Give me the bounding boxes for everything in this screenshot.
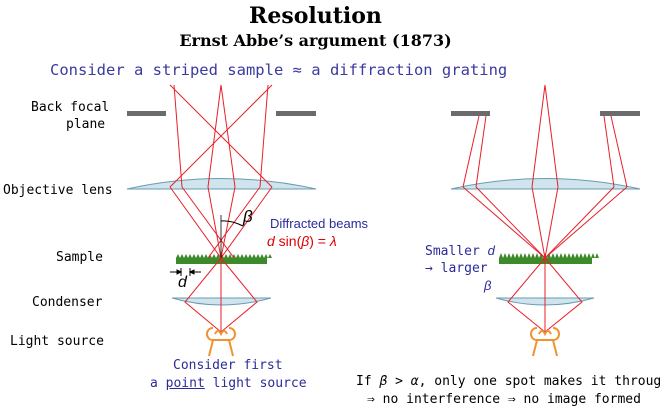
rays-right xyxy=(462,84,628,333)
page-subtitle: Ernst Abbe’s argument (1873) xyxy=(179,31,452,50)
larger-label: → larger xyxy=(425,261,488,276)
conclusion-beta: β xyxy=(379,374,388,389)
rays-left xyxy=(169,84,273,333)
conclusion-post: , only one spot makes it through xyxy=(418,374,661,389)
label-back-focal-plane-2: plane xyxy=(66,117,106,132)
grating-eq-sin: sin( xyxy=(274,233,302,249)
conclusion-line1: If β > α, only one spot makes it through xyxy=(356,374,661,389)
page-title: Resolution xyxy=(249,3,382,29)
light-source-right xyxy=(530,327,560,357)
consider-first-line2: a point light source xyxy=(150,376,307,391)
beta-label-right: β xyxy=(484,278,492,293)
grating-left xyxy=(176,254,272,264)
grating-eq-d: d xyxy=(267,233,275,249)
grating-eq-beta: β xyxy=(301,233,310,249)
consider-line2-point: point xyxy=(165,376,205,391)
label-sample: Sample xyxy=(56,250,103,265)
label-objective-lens: Objective lens xyxy=(3,183,113,198)
bfp-stop-right-b xyxy=(600,111,640,116)
bfp-stop-left-b xyxy=(276,111,316,116)
grating-equation: d sin(β) = λ xyxy=(267,233,337,249)
objective-lens-left xyxy=(126,178,317,190)
conclusion-pre: If xyxy=(356,374,380,389)
grating-eq-equals: ) = xyxy=(309,233,330,249)
consider-line2-pre: a xyxy=(150,376,166,391)
label-light-source: Light source xyxy=(10,334,104,349)
consider-line2-post: light source xyxy=(204,376,307,391)
conclusion-gt: > xyxy=(387,374,411,389)
conclusion-line2: ⇒ no interference ⇒ no image formed xyxy=(367,392,641,407)
beta-label-left: β xyxy=(243,207,253,226)
smaller-d-pre: Smaller xyxy=(425,244,488,259)
spacing-marker xyxy=(170,268,201,276)
conclusion-alpha: α xyxy=(410,374,419,389)
smaller-d-var: d xyxy=(487,243,495,258)
beta-arc xyxy=(220,220,244,227)
diffracted-beams-label: Diffracted beams xyxy=(270,216,369,231)
objective-lens-right xyxy=(450,178,641,190)
tagline: Consider a striped sample ≈ a diffractio… xyxy=(50,61,508,79)
label-condenser: Condenser xyxy=(32,295,103,310)
bfp-stop-right-a xyxy=(451,111,490,116)
grating-eq-lambda: λ xyxy=(329,233,337,249)
spacing-d-label: d xyxy=(178,274,187,291)
smaller-d-label: Smaller d xyxy=(425,243,495,259)
consider-first-line1: Consider first xyxy=(173,358,283,373)
bfp-stop-left-a xyxy=(127,111,166,116)
light-source-left xyxy=(206,327,236,357)
label-back-focal-plane-1: Back focal xyxy=(31,100,110,115)
